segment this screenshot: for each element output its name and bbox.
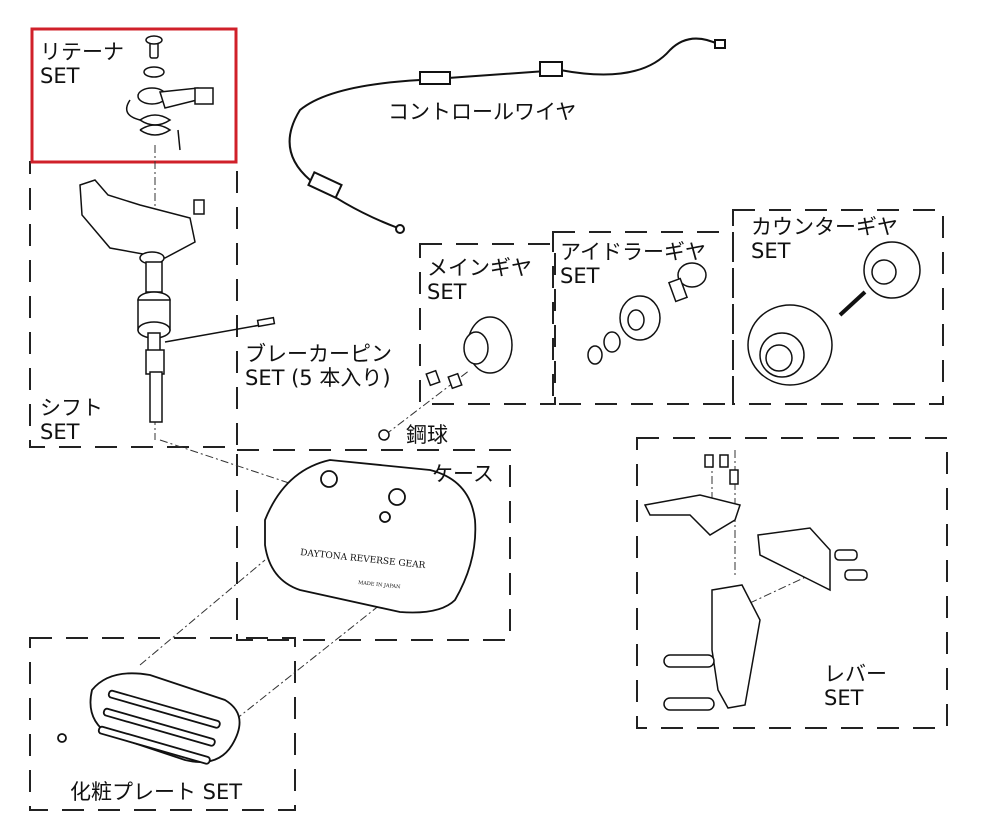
decorative-plate-part (57, 672, 241, 765)
counter-gear-label-line1: カウンターギヤ (751, 215, 898, 239)
main-gear-set-label: メインギヤ SET (427, 256, 532, 304)
main-gear-parts (425, 316, 513, 390)
idler-gear-label-line1: アイドラーギヤ (560, 240, 706, 264)
counter-gear-label-line2: SET (751, 239, 791, 263)
leader-line (734, 574, 811, 611)
idler-gear-label-line2: SET (560, 264, 600, 288)
steel-ball-label: 鋼球 (406, 423, 448, 447)
idler-gear-parts (587, 262, 707, 365)
case-label: ケース (432, 462, 494, 486)
steel-ball (378, 429, 390, 441)
retainer-parts (125, 35, 214, 151)
idler-gear-set-label: アイドラーギヤ SET (560, 240, 706, 288)
retainer-label-line1: リテーナ (40, 40, 124, 64)
retainer-label-line2: SET (40, 64, 80, 88)
main-gear-label-line1: メインギヤ (427, 256, 532, 280)
shift-label-line1: シフト (40, 396, 103, 420)
case-part (264, 459, 477, 614)
control-wire (288, 37, 726, 234)
lever-set-label: レバー SET (824, 662, 887, 710)
main-gear-label-line2: SET (427, 280, 467, 304)
lever-parts (643, 454, 868, 711)
counter-gear-set-label: カウンターギヤ SET (751, 215, 898, 263)
lever-label-line2: SET (824, 686, 864, 710)
control-wire-label: コントロールワイヤ (388, 100, 577, 124)
main-gear-set-box (419, 243, 556, 405)
case-box (236, 449, 511, 641)
lever-label-line1: レバー (824, 662, 887, 686)
shift-label-line2: SET (40, 420, 80, 444)
shift-set-box (29, 161, 238, 448)
breaker-pin-label-line1: ブレーカーピン (245, 342, 392, 366)
breaker-pin-set-label: ブレーカーピン SET (5 本入り) (245, 342, 392, 390)
retainer-set-highlight (30, 27, 238, 164)
retainer-set-label: リテーナ SET (40, 40, 124, 88)
case-engraving-sub: MADE IN JAPAN (358, 580, 401, 590)
shift-parts (79, 179, 276, 423)
shift-set-label: シフト SET (40, 396, 103, 444)
counter-gear-set-box (732, 209, 944, 405)
plate-set-label: 化粧プレート SET (70, 780, 243, 804)
breaker-pin-label-line2: SET (5 本入り) (245, 366, 391, 390)
leader-line (139, 559, 266, 666)
leader-line (384, 369, 471, 436)
lever-set-box (636, 437, 948, 729)
counter-gear-parts (747, 241, 921, 386)
